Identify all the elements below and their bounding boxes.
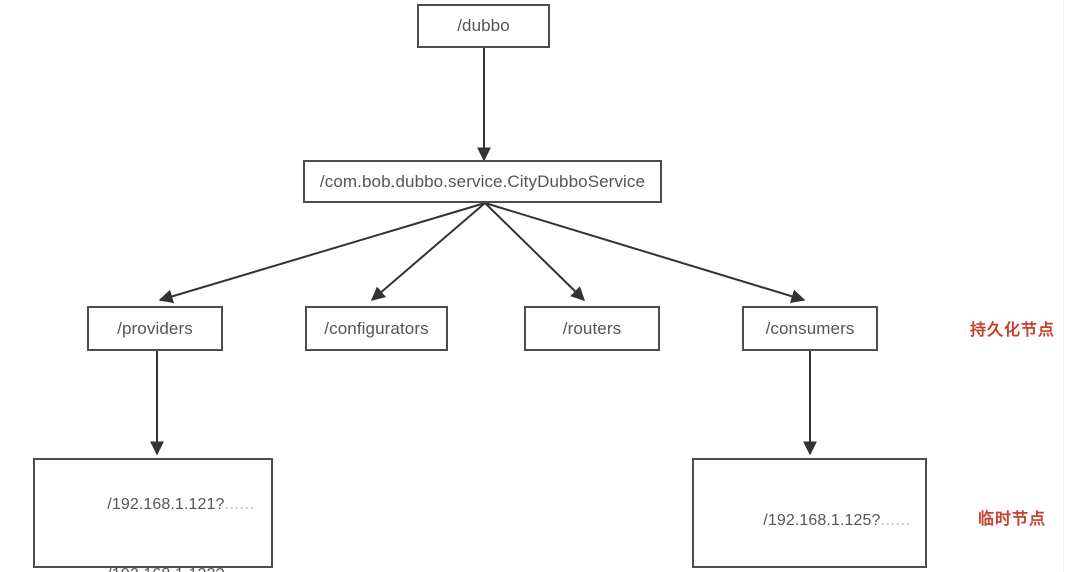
annotation-persistent-node: 持久化节点 (970, 322, 1056, 339)
node-providers-label: /providers (117, 318, 193, 338)
list-item: /192.168.1.121?...... (80, 470, 255, 540)
node-providers[interactable]: /providers (87, 306, 223, 351)
node-root[interactable]: /dubbo (417, 4, 550, 48)
node-service[interactable]: /com.bob.dubbo.service.CityDubboService (303, 160, 662, 203)
node-routers[interactable]: /routers (524, 306, 660, 351)
node-routers-label: /routers (562, 318, 622, 338)
node-root-label: /dubbo (457, 16, 510, 36)
consumer-address-ellipsis: ...... (880, 512, 911, 530)
provider-address-ellipsis: ...... (224, 496, 255, 514)
list-item: /192.168.1.126?...... (736, 556, 911, 572)
node-consumers[interactable]: /consumers (742, 306, 878, 351)
right-margin-rule (1063, 0, 1064, 572)
edge-service-to-configurators (370, 202, 486, 301)
consumer-instances-box[interactable]: /192.168.1.125?...... /192.168.1.126?...… (692, 458, 927, 568)
node-configurators[interactable]: /configurators (305, 306, 448, 351)
node-configurators-label: /configurators (324, 318, 429, 338)
provider-address: /192.168.1.121? (107, 496, 225, 514)
node-service-label: /com.bob.dubbo.service.CityDubboService (319, 171, 646, 191)
list-item: /192.168.1.125?...... (736, 486, 911, 556)
edge-service-to-consumers (484, 202, 806, 304)
edge-service-to-providers (158, 202, 486, 304)
node-consumers-label: /consumers (765, 318, 855, 338)
list-item: /192.168.1.122?...... (80, 540, 255, 572)
annotation-ephemeral-node: 临时节点 (978, 511, 1047, 528)
provider-address-ellipsis: ...... (224, 566, 254, 572)
edge-service-to-routers (484, 202, 585, 301)
consumer-address: /192.168.1.125? (763, 512, 881, 530)
provider-instances-box[interactable]: /192.168.1.121?...... /192.168.1.122?...… (33, 458, 273, 572)
provider-address: /192.168.1.122? (107, 566, 224, 572)
